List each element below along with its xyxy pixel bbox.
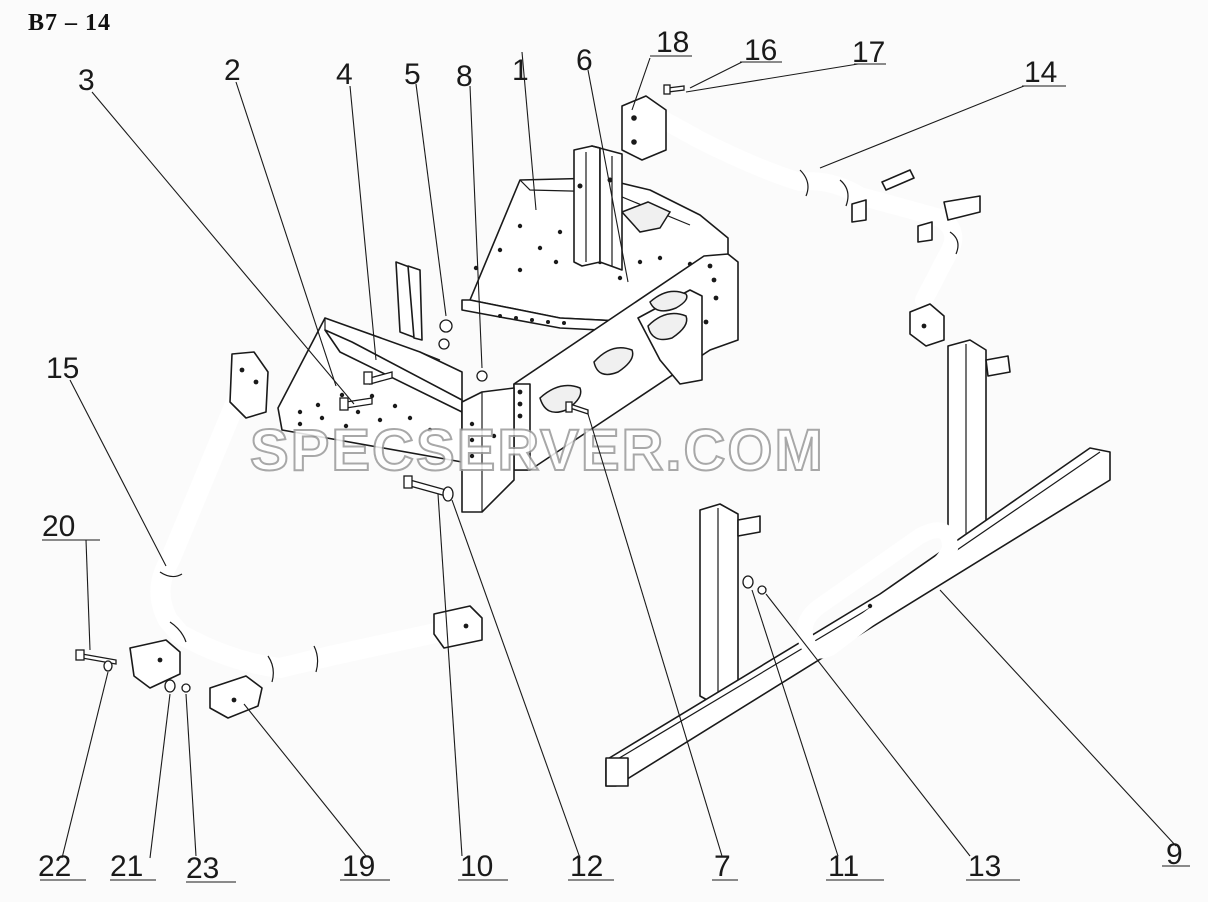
part-14-stay-tube xyxy=(621,95,981,347)
page-title: B7 – 14 xyxy=(28,10,112,36)
callout-6: 6 xyxy=(576,44,593,77)
callout-11: 11 xyxy=(828,850,859,883)
callout-15: 15 xyxy=(46,352,79,385)
callout-4: 4 xyxy=(336,58,353,91)
callout-3: 3 xyxy=(78,64,95,97)
callout-2: 2 xyxy=(224,54,241,87)
callout-8: 8 xyxy=(456,60,473,93)
end-mount-plate xyxy=(461,387,515,513)
callout-7: 7 xyxy=(714,850,731,883)
callout-labels: 1 2 3 4 5 6 7 8 9 10 11 12 13 14 15 16 1… xyxy=(38,26,1183,885)
callout-17: 17 xyxy=(852,36,885,69)
part-15-stay-tube xyxy=(129,351,483,719)
front-slotted-beam xyxy=(513,253,739,471)
part-6-channel xyxy=(573,145,623,271)
callout-19: 19 xyxy=(342,850,375,883)
callout-14: 14 xyxy=(1024,56,1057,89)
callout-18: 18 xyxy=(656,26,689,59)
callout-9: 9 xyxy=(1166,838,1183,871)
callout-20: 20 xyxy=(42,510,75,543)
callout-5: 5 xyxy=(404,58,421,91)
callout-underlines xyxy=(40,55,1190,883)
callout-13: 13 xyxy=(968,850,1001,883)
callout-12: 12 xyxy=(570,850,603,883)
upright-bracket xyxy=(395,261,423,341)
callout-21: 21 xyxy=(110,850,143,883)
callout-22: 22 xyxy=(38,850,71,883)
watermark: SPECSERVER.COM xyxy=(250,418,825,483)
part-2-side-plate xyxy=(277,317,463,463)
callout-1: 1 xyxy=(512,54,529,87)
callout-23: 23 xyxy=(186,852,219,885)
callout-10: 10 xyxy=(460,850,493,883)
part-9-bumper-frame xyxy=(605,339,1111,787)
callout-16: 16 xyxy=(744,34,777,67)
leader-lines xyxy=(61,51,1177,859)
